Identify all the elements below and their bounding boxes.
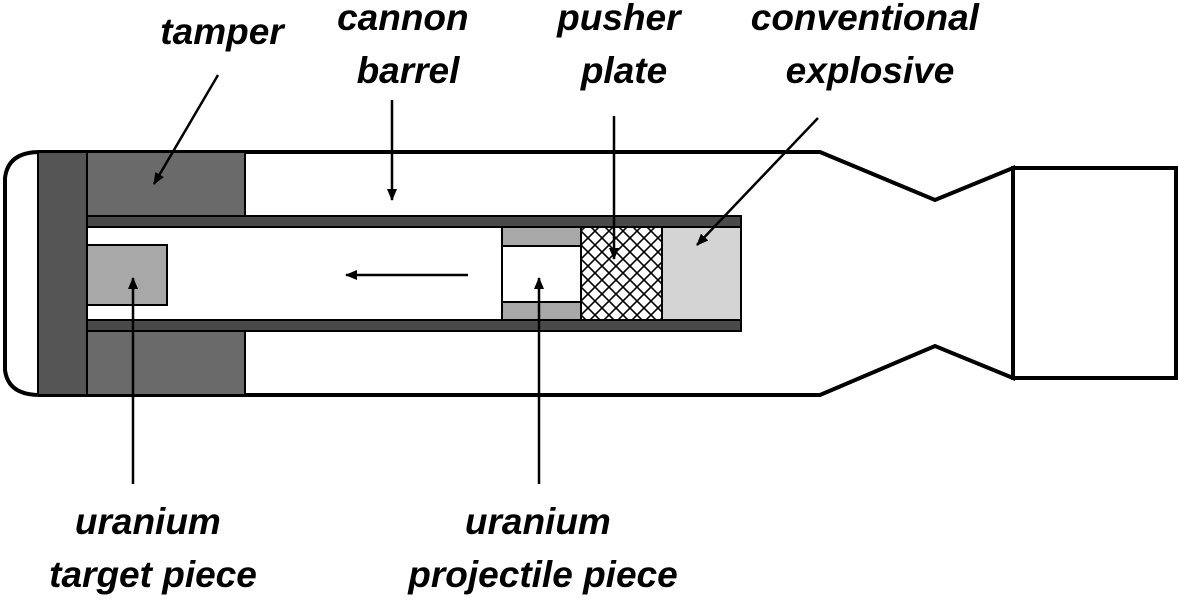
label-conventional-explosive: conventional explosive [751, 0, 989, 91]
label-uranium-target-piece: uranium target piece [49, 501, 257, 595]
barrel-wall-top [86, 215, 742, 228]
label-cannon-barrel-line1: cannon [337, 0, 469, 38]
label-uranium-target-piece-line1: uranium [75, 501, 221, 542]
tail-cap [1011, 166, 1178, 380]
label-cannon-barrel-line2: barrel [357, 50, 461, 91]
label-pusher-plate-line1: pusher [556, 0, 683, 38]
projectile-band-top [501, 226, 582, 247]
projectile-band-bottom [501, 301, 582, 321]
tamper-lower [86, 329, 246, 396]
tamper-callout-arrow [152, 74, 220, 185]
uranium-target-piece [86, 244, 168, 306]
tamper-end-plate [37, 151, 88, 396]
label-pusher-plate: pusher plate [556, 0, 691, 91]
label-cannon-barrel: cannon barrel [337, 0, 479, 91]
barrel-wall-bottom [86, 319, 742, 332]
label-uranium-target-piece-line2: target piece [49, 554, 257, 595]
label-uranium-projectile-piece-line1: uranium [465, 501, 611, 542]
pusher-plate [580, 226, 663, 321]
label-tamper-line1: tamper [160, 11, 286, 52]
label-tamper: tamper [160, 11, 286, 52]
label-uranium-projectile-piece-line2: projectile piece [407, 554, 677, 595]
label-conventional-explosive-line1: conventional [751, 0, 980, 38]
label-conventional-explosive-line2: explosive [786, 50, 955, 91]
label-pusher-plate-line2: plate [580, 50, 667, 91]
explosive-callout-arrow [696, 117, 819, 246]
label-uranium-projectile-piece: uranium projectile piece [407, 501, 677, 595]
